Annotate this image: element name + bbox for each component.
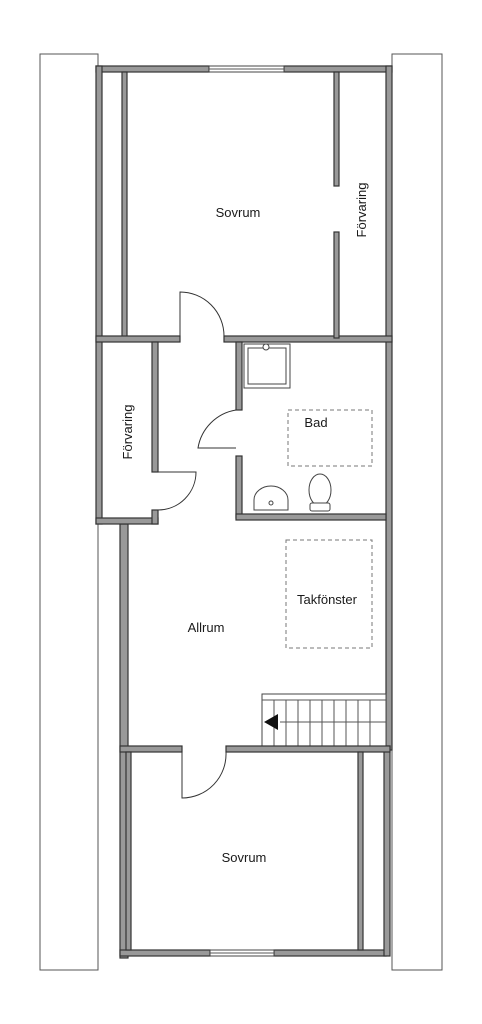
- label-living-room: Allrum: [188, 620, 225, 635]
- bathroom-walls: [235, 341, 387, 521]
- label-bathroom: Bad: [304, 415, 327, 430]
- label-side-storage: Förvaring: [120, 405, 135, 460]
- top-window: [208, 65, 285, 73]
- right-roof-slope-outline: [391, 53, 443, 971]
- living-room-skylight: [285, 539, 373, 649]
- outer-walls: [95, 65, 393, 959]
- left-roof-slope-outline: [39, 53, 99, 971]
- side-storage-walls: [95, 341, 159, 525]
- bathroom-skylight: [287, 409, 373, 467]
- bottom-window: [209, 949, 275, 957]
- stair-direction-arrow-icon: [264, 714, 278, 730]
- toilet: [308, 473, 332, 512]
- staircase: [261, 693, 387, 747]
- bottom-bedroom-walls: [119, 745, 391, 951]
- label-top-storage: Förvaring: [354, 183, 369, 238]
- label-bottom-bedroom: Sovrum: [222, 850, 267, 865]
- bottom-bedroom-door: [181, 751, 227, 799]
- shower-cabin: [243, 343, 291, 389]
- sink: [253, 485, 289, 511]
- top-bedroom-walls: [95, 71, 393, 343]
- top-bedroom-door: [179, 291, 225, 342]
- label-top-bedroom: Sovrum: [216, 205, 261, 220]
- bathroom-door: [197, 409, 237, 449]
- label-skylight: Takfönster: [297, 592, 358, 607]
- side-storage-door: [157, 471, 197, 511]
